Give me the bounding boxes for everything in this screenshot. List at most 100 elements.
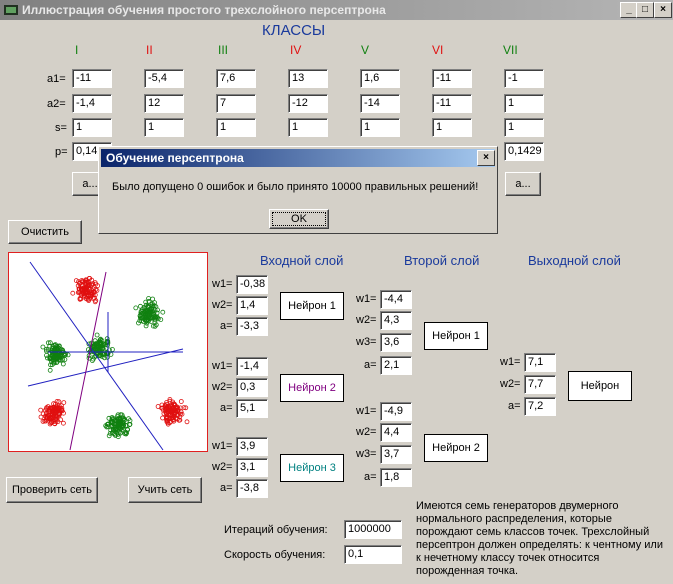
input-neuron-3-w2-label: w2=	[212, 461, 233, 473]
class-6-s-input[interactable]: 1	[432, 118, 472, 137]
input-neuron-1-w2-input[interactable]: 1,4	[236, 296, 268, 315]
dialog-title-bar: Обучение персептрона ×	[101, 149, 495, 167]
second-neuron-1-w3-label: w3=	[356, 336, 377, 348]
window-title: Иллюстрация обучения простого трехслойно…	[22, 3, 386, 17]
separator-line-3	[69, 271, 107, 451]
class-header-4: IV	[290, 43, 302, 57]
input-neuron-2-w2-input[interactable]: 0,3	[236, 378, 268, 397]
output-neuron-a-input[interactable]: 7,2	[524, 397, 556, 416]
output-neuron: Нейрон	[568, 371, 632, 401]
second-neuron-1-a-input[interactable]: 2,1	[380, 356, 412, 375]
class-2-s-input[interactable]: 1	[144, 118, 184, 137]
second-neuron-2-w3-input[interactable]: 3,7	[380, 445, 412, 464]
class-7-apply-button[interactable]: а...	[505, 172, 541, 196]
class-5-a1-input[interactable]: 1,6	[360, 69, 400, 88]
row-label-a1: a1=	[47, 73, 66, 85]
second-neuron-2-w2-label: w2=	[356, 426, 377, 438]
class-header-3: III	[218, 43, 229, 57]
second-neuron-1-w1-label: w1=	[356, 293, 377, 305]
second-neuron-1-w2-label: w2=	[356, 314, 377, 326]
input-neuron-2-w1-input[interactable]: -1,4	[236, 357, 268, 376]
input-neuron-2: Нейрон 2	[280, 374, 344, 402]
output-neuron-w1-input[interactable]: 7,1	[524, 353, 556, 372]
row-label-s: s=	[55, 122, 67, 134]
class-1-a1-input[interactable]: -11	[72, 69, 112, 88]
row-label-a2: a2=	[47, 98, 66, 110]
title-bar: Иллюстрация обучения простого трехслойно…	[0, 0, 673, 20]
input-neuron-2-w1-label: w1=	[212, 360, 233, 372]
classes-title: КЛАССЫ	[262, 22, 326, 39]
description-text: Имеются семь генераторов двумерного норм…	[416, 500, 663, 577]
output-neuron-w1-label: w1=	[500, 356, 521, 368]
clear-button[interactable]: Очистить	[8, 220, 82, 244]
input-layer-title: Входной слой	[260, 253, 344, 268]
output-neuron-w2-label: w2=	[500, 378, 521, 390]
class-7-s-input[interactable]: 1	[504, 118, 544, 137]
class-3-s-input[interactable]: 1	[216, 118, 256, 137]
second-neuron-1: Нейрон 1	[424, 322, 488, 350]
input-neuron-1: Нейрон 1	[280, 292, 344, 320]
separator-line-1	[29, 261, 164, 451]
maximize-button[interactable]: □	[636, 2, 654, 18]
train-network-button[interactable]: Учить сеть	[128, 477, 202, 503]
class-4-s-input[interactable]: 1	[288, 118, 328, 137]
class-1-s-input[interactable]: 1	[72, 118, 112, 137]
input-neuron-2-a-label: a=	[220, 402, 233, 414]
class-6-a1-input[interactable]: -11	[432, 69, 472, 88]
class-3-a2-input[interactable]: 7	[216, 94, 256, 113]
class-7-a2-input[interactable]: 1	[504, 94, 544, 113]
class-header-5: V	[361, 43, 370, 57]
input-neuron-3-a-input[interactable]: -3,8	[236, 479, 268, 498]
input-neuron-1-a-label: a=	[220, 320, 233, 332]
separator-line-2	[27, 348, 184, 387]
input-neuron-3-w2-input[interactable]: 3,1	[236, 458, 268, 477]
input-neuron-2-w2-label: w2=	[212, 381, 233, 393]
input-neuron-1-w1-label: w1=	[212, 278, 233, 290]
check-network-button[interactable]: Проверить сеть	[6, 477, 98, 503]
class-3-a1-input[interactable]: 7,6	[216, 69, 256, 88]
output-layer-title: Выходной слой	[528, 253, 621, 268]
message-dialog: Обучение персептрона × Было допущено 0 о…	[98, 146, 498, 234]
close-button[interactable]: ×	[654, 2, 672, 18]
class-4-a2-input[interactable]: -12	[288, 94, 328, 113]
point-cluster-5	[38, 398, 67, 427]
row-label-p: p=	[55, 146, 68, 158]
second-neuron-1-w3-input[interactable]: 3,6	[380, 333, 412, 352]
class-5-s-input[interactable]: 1	[360, 118, 400, 137]
class-5-a2-input[interactable]: -14	[360, 94, 400, 113]
distribution-plot	[8, 252, 208, 452]
dialog-ok-button[interactable]: OK	[269, 209, 329, 229]
class-header-1: I	[75, 43, 79, 57]
speed-label: Скорость обучения:	[224, 549, 326, 561]
point-cluster-1	[70, 275, 100, 305]
second-neuron-1-w1-input[interactable]: -4,4	[380, 290, 412, 309]
class-6-a2-input[interactable]: -11	[432, 94, 472, 113]
dialog-title: Обучение персептрона	[106, 151, 244, 165]
point-cluster-2	[133, 296, 166, 329]
second-neuron-2-w2-input[interactable]: 4,4	[380, 423, 412, 442]
speed-input[interactable]: 0,1	[344, 545, 402, 564]
second-neuron-2-w1-input[interactable]: -4,9	[380, 402, 412, 421]
class-2-a2-input[interactable]: 12	[144, 94, 184, 113]
second-neuron-1-w2-input[interactable]: 4,3	[380, 311, 412, 330]
second-neuron-2-w1-label: w1=	[356, 405, 377, 417]
input-neuron-2-a-input[interactable]: 5,1	[236, 399, 268, 418]
output-neuron-a-label: a=	[508, 400, 521, 412]
input-neuron-1-a-input[interactable]: -3,3	[236, 317, 268, 336]
class-2-a1-input[interactable]: -5,4	[144, 69, 184, 88]
class-4-a1-input[interactable]: 13	[288, 69, 328, 88]
second-neuron-2-a-input[interactable]: 1,8	[380, 468, 412, 487]
iterations-input[interactable]: 1000000	[344, 520, 402, 539]
input-neuron-3-w1-input[interactable]: 3,9	[236, 437, 268, 456]
output-neuron-w2-input[interactable]: 7,7	[524, 375, 556, 394]
input-neuron-1-w2-label: w2=	[212, 299, 233, 311]
class-header-6: VI	[432, 43, 444, 57]
second-neuron-2-w3-label: w3=	[356, 448, 377, 460]
input-neuron-1-w1-input[interactable]: -0,38	[236, 275, 268, 294]
class-1-a2-input[interactable]: -1,4	[72, 94, 112, 113]
dialog-close-button[interactable]: ×	[477, 150, 495, 166]
input-neuron-3: Нейрон 3	[280, 454, 344, 482]
class-7-p-input[interactable]: 0,1429	[504, 142, 544, 161]
second-neuron-1-a-label: a=	[364, 359, 377, 371]
class-7-a1-input[interactable]: -1	[504, 69, 544, 88]
